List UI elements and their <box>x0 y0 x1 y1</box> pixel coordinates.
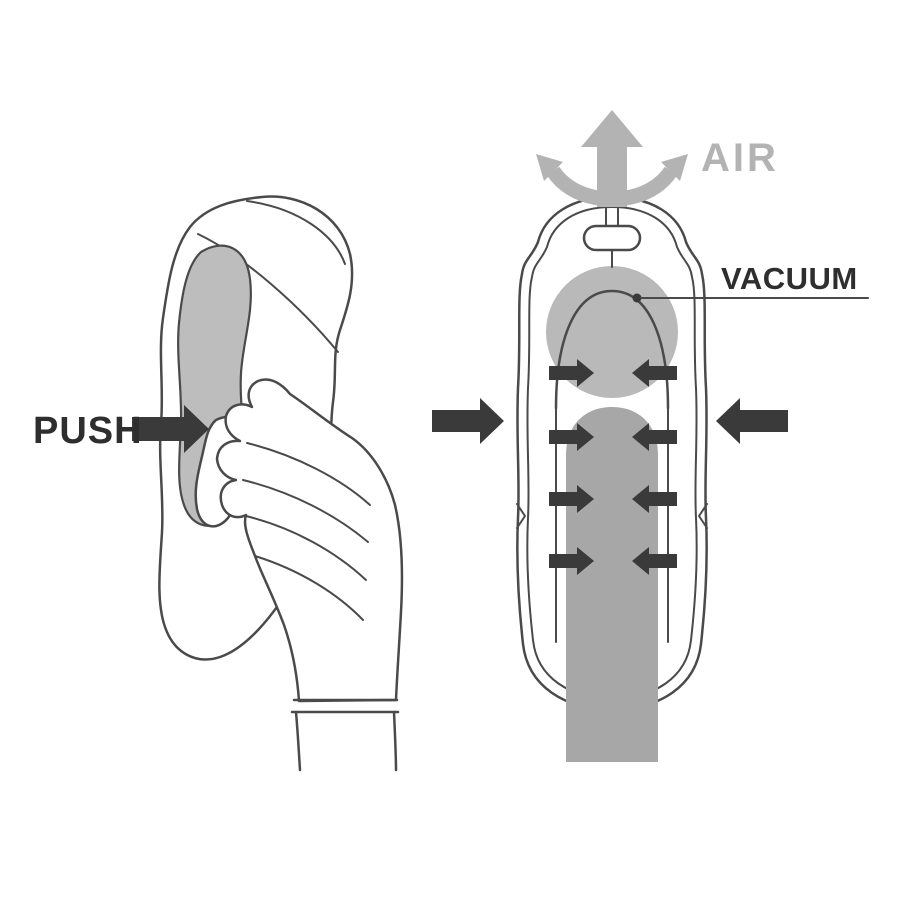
air-valve <box>582 224 642 252</box>
sleeve-right-edge <box>392 710 398 772</box>
waist-notch-left <box>516 503 526 529</box>
inward-arrow-left-1 <box>549 359 594 387</box>
inward-arrow-right-4 <box>632 547 677 575</box>
vacuum-label: VACUUM <box>721 261 858 296</box>
sleeve-arch <box>554 289 670 410</box>
inward-arrow-left-4 <box>549 547 594 575</box>
inward-arrow-right-3 <box>632 485 677 513</box>
inward-arrow-left-3 <box>549 485 594 513</box>
air-curl-right-tail <box>624 166 678 206</box>
air-label: AIR <box>701 136 779 180</box>
device-seam-top <box>246 200 346 265</box>
finger-line-2 <box>242 479 369 543</box>
waist-notch-right <box>698 503 708 529</box>
air-curl-right-arrow <box>661 154 688 181</box>
vacuum-callout-dot <box>632 293 642 303</box>
push-label: PUSH <box>33 410 143 452</box>
inward-arrow-right-2 <box>632 423 677 451</box>
sleeve-left-edge <box>294 710 302 772</box>
squeeze-arrow-left <box>432 398 504 444</box>
squeeze-arrow-right <box>716 398 788 444</box>
inward-arrow-right-1 <box>632 359 677 387</box>
inner-column <box>566 407 658 762</box>
cross-section-figure: AIR VACUUM <box>432 110 869 762</box>
finger-line-3 <box>245 515 367 581</box>
finger-line-1 <box>246 442 371 506</box>
hand-squeeze-figure: PUSH <box>33 195 404 772</box>
inward-arrow-left-2 <box>549 423 594 451</box>
air-up-arrow <box>581 110 643 207</box>
finger-line-4 <box>254 555 364 621</box>
device-seam-diagonal <box>197 233 339 353</box>
push-arrow <box>132 405 209 453</box>
air-curl-left-tail <box>546 166 600 206</box>
air-curl-left-arrow <box>536 154 563 181</box>
